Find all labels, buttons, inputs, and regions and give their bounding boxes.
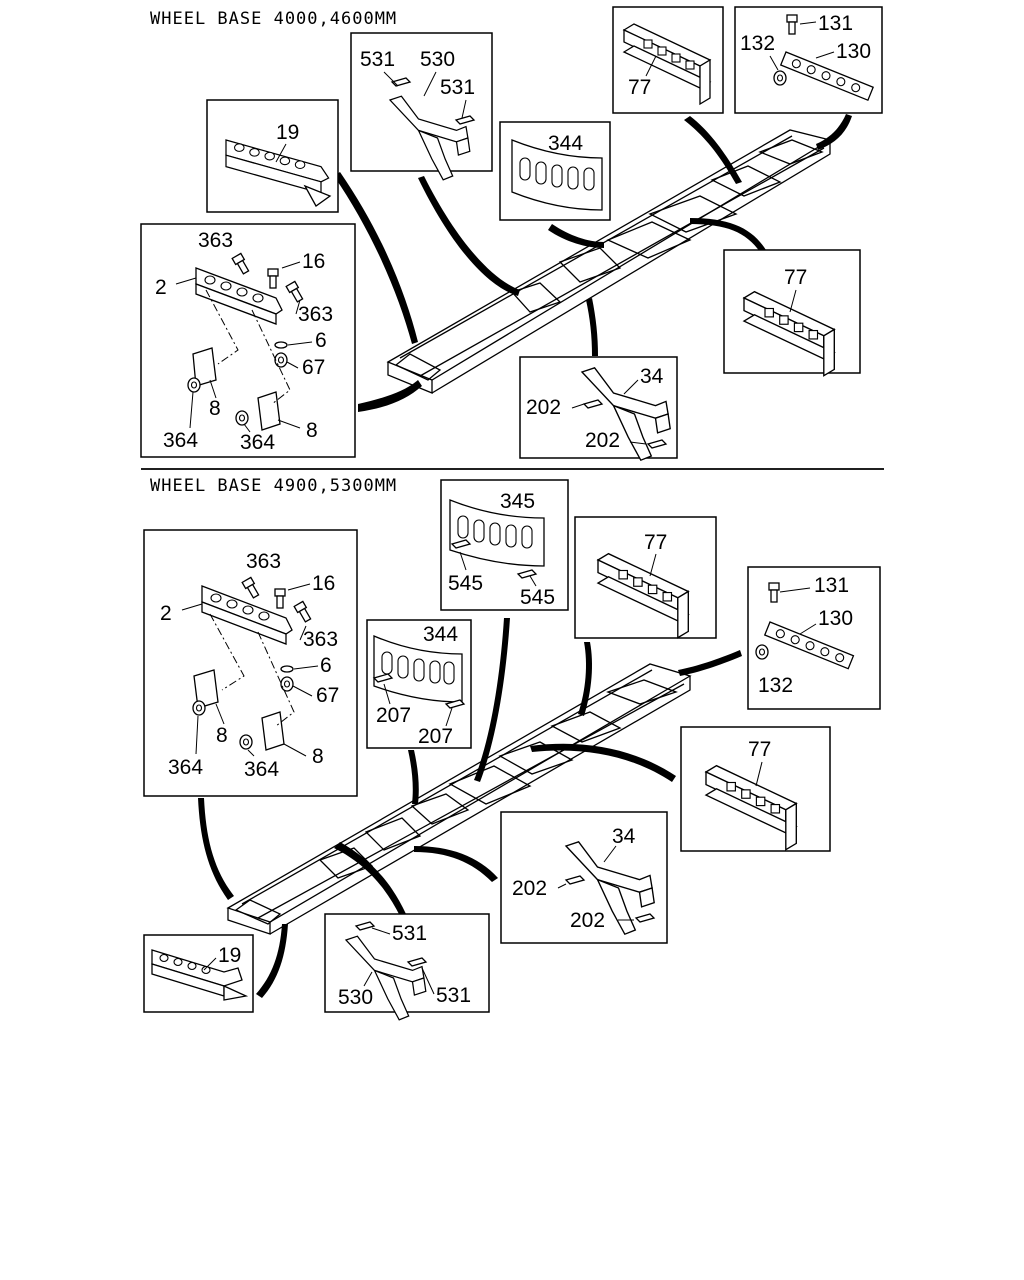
callout-8a: 8 <box>209 397 221 420</box>
callout-531a: 531 <box>360 48 395 71</box>
callout-132-s2: 132 <box>758 674 793 697</box>
frame-assembly-1 <box>386 129 832 394</box>
callout-545b: 545 <box>520 586 555 609</box>
callout-364b-s2: 364 <box>244 758 279 781</box>
callout-363b: 363 <box>298 303 333 326</box>
callout-344: 344 <box>548 132 583 155</box>
callout-363a-s2: 363 <box>246 550 281 573</box>
leaders-1 <box>334 114 852 412</box>
callout-130: 130 <box>836 40 871 63</box>
callout-531b: 531 <box>440 76 475 99</box>
callout-530: 530 <box>420 48 455 71</box>
callout-363a: 363 <box>198 229 233 252</box>
callout-202a-s2: 202 <box>512 877 547 900</box>
callout-19-s2: 19 <box>218 944 241 967</box>
callout-8b-s2: 8 <box>312 745 324 768</box>
callout-6-s2: 6 <box>320 654 332 677</box>
callout-545a: 545 <box>448 572 483 595</box>
leaders-2 <box>198 618 742 998</box>
callout-8a-s2: 8 <box>216 724 228 747</box>
callout-364a-s2: 364 <box>168 756 203 779</box>
section-2-title: WHEEL BASE 4900,5300MM <box>150 476 397 496</box>
callout-207b: 207 <box>418 725 453 748</box>
callout-77-s2-mid: 77 <box>748 738 771 761</box>
callout-16: 16 <box>302 250 325 273</box>
callout-202a: 202 <box>526 396 561 419</box>
callout-363b-s2: 363 <box>303 628 338 651</box>
callout-364b: 364 <box>240 431 275 454</box>
callout-345: 345 <box>500 490 535 513</box>
callout-131-s2: 131 <box>814 574 849 597</box>
callout-344-s2: 344 <box>423 623 458 646</box>
callout-8b: 8 <box>306 419 318 442</box>
callout-19: 19 <box>276 121 299 144</box>
callout-67-s2: 67 <box>316 684 339 707</box>
callout-34-s2: 34 <box>612 825 636 848</box>
callout-202b-s2: 202 <box>570 909 605 932</box>
section-1-title: WHEEL BASE 4000,4600MM <box>150 9 397 29</box>
callout-6: 6 <box>315 329 327 352</box>
callout-202b: 202 <box>585 429 620 452</box>
callout-77-mid: 77 <box>784 266 807 289</box>
callout-130-s2: 130 <box>818 607 853 630</box>
callout-67: 67 <box>302 356 325 379</box>
detail-box-2-s2 <box>143 529 358 797</box>
callout-34: 34 <box>640 365 664 388</box>
callout-531b-s2: 531 <box>436 984 471 1007</box>
callout-77-top: 77 <box>628 76 651 99</box>
callout-364a: 364 <box>163 429 198 452</box>
callout-77-s2-top: 77 <box>644 531 667 554</box>
callout-531a-s2: 531 <box>392 922 427 945</box>
callout-132: 132 <box>740 32 775 55</box>
callout-16-s2: 16 <box>312 572 335 595</box>
callout-530-s2: 530 <box>338 986 373 1009</box>
callout-2: 2 <box>155 276 167 299</box>
callout-131: 131 <box>818 12 853 35</box>
detail-box-130-s2 <box>747 566 881 710</box>
detail-box-530-s2 <box>324 913 490 1013</box>
callout-2-s2: 2 <box>160 602 172 625</box>
callout-207a: 207 <box>376 704 411 727</box>
